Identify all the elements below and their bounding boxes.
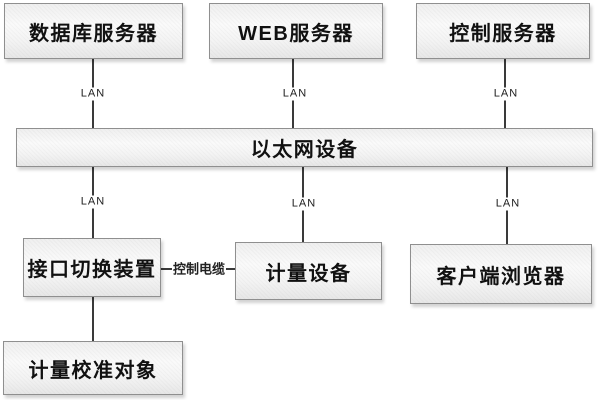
node-calibration-object: 计量校准对象 [3,341,183,395]
lan-label-metering-column-bottom: LAN [288,197,320,211]
node-interface-switch: 接口切换装置 [23,238,161,297]
lan-label-control-column-top: LAN [490,87,522,101]
lan-label-web-column-top: LAN [279,87,311,101]
lan-label-db-column-top: LAN [77,87,109,101]
lan-label-switch-column-bottom: LAN [77,195,109,209]
node-ethernet-device: 以太网设备 [16,128,593,167]
edge-interface-switch-to-calibration [92,297,94,341]
node-control-server: 控制服务器 [416,3,590,59]
lan-label-browser-column-bottom: LAN [492,197,524,211]
node-web-server: WEB服务器 [209,3,383,59]
control-cable-label: 控制电缆 [171,261,227,277]
node-metering-device: 计量设备 [235,242,382,300]
node-client-browser: 客户端浏览器 [410,244,592,304]
node-database-server: 数据库服务器 [4,3,183,59]
